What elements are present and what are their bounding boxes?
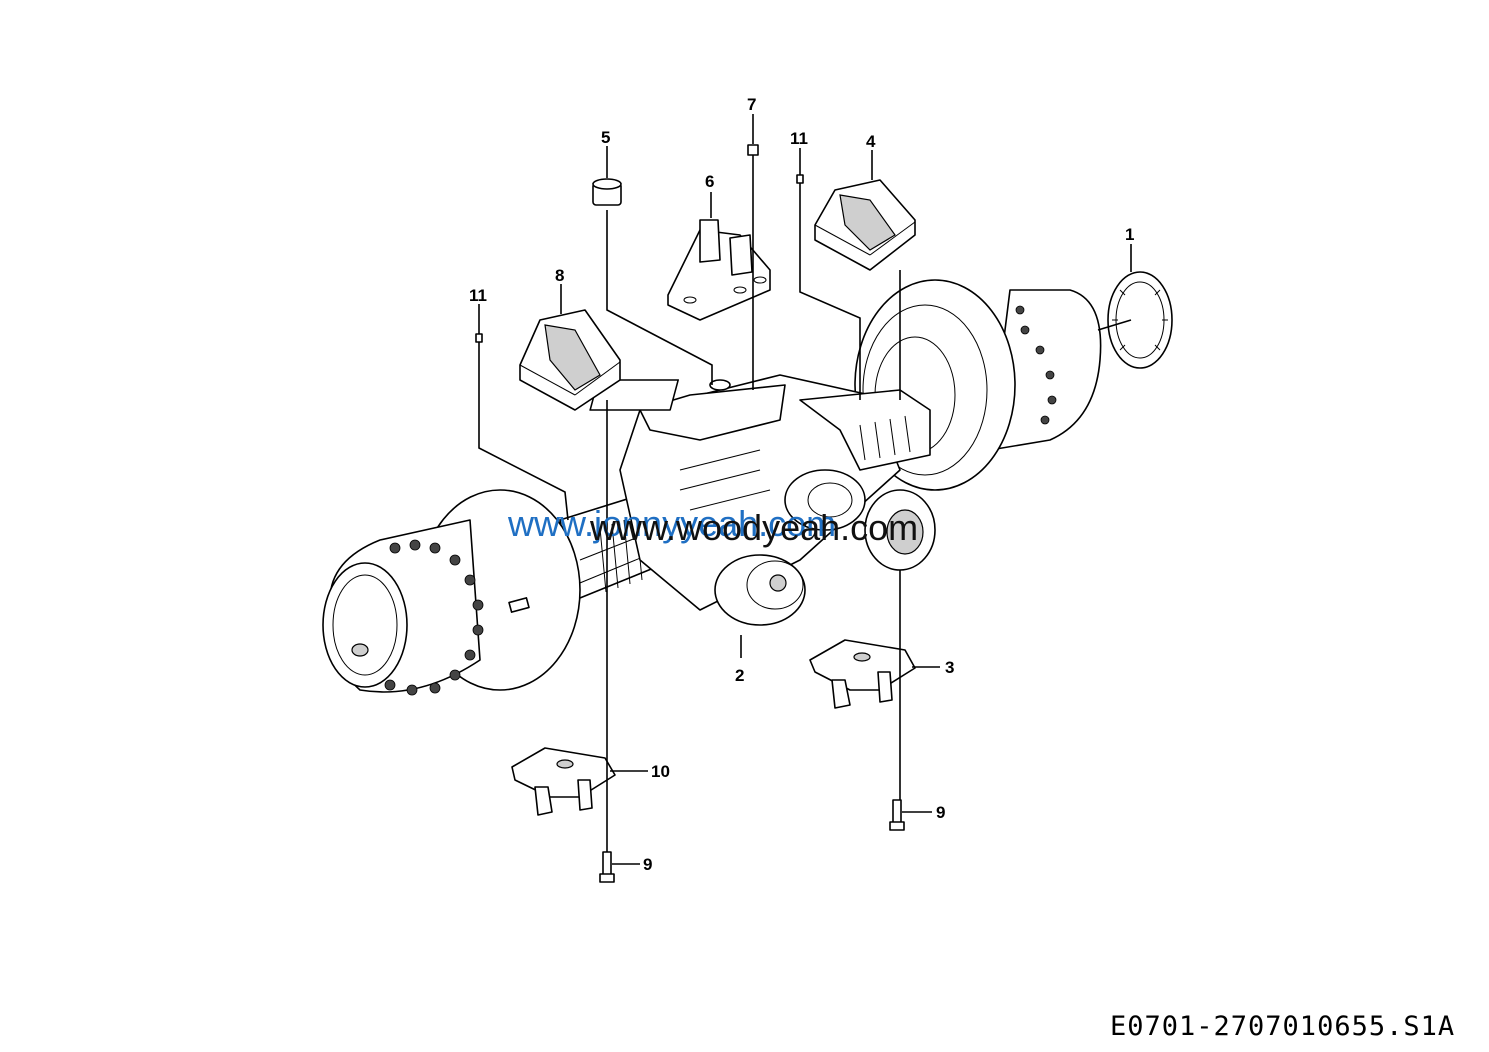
part-3-lower-bracket: [809, 639, 916, 709]
callout-1: 1: [1125, 225, 1134, 244]
part-4-bump-stop: [814, 179, 916, 271]
part-6-bracket: [667, 219, 771, 321]
callout-3: 3: [945, 658, 954, 677]
callout-10: 10: [651, 762, 670, 781]
part-10-lower-bracket: [511, 747, 616, 816]
leader-lines: [478, 114, 1132, 865]
part-5-cap: [592, 178, 622, 206]
callout-11-right: 11: [790, 129, 808, 148]
watermark-secondary: www.woodyeah.com: [589, 507, 918, 548]
callout-2: 2: [735, 666, 744, 685]
callout-7: 7: [747, 95, 756, 114]
part-11-pin-right: [796, 174, 804, 184]
callouts: 1 2 3 4 5 6 7 8 9 9 10 11 11: [469, 95, 1134, 874]
callout-6: 6: [705, 172, 714, 191]
part-9-bolt-left: [599, 851, 615, 883]
watermark-primary: www.jonnyyeah.com: [507, 503, 836, 544]
left-wheel-hub: [322, 489, 581, 696]
callout-5: 5: [601, 128, 610, 147]
right-wheel-hub: [854, 279, 1102, 491]
callout-8: 8: [555, 266, 564, 285]
differential-housing: [589, 374, 936, 626]
part-11-pin-left: [475, 333, 483, 343]
part-8-bump-stop: [519, 309, 621, 411]
callout-11-left: 11: [469, 286, 487, 305]
callout-9-left: 9: [643, 855, 652, 874]
part-9-bolt-right: [889, 799, 905, 831]
part-1-seal-ring: [1107, 271, 1173, 369]
drawing-code: E0701-2707010655.S1A: [1110, 1011, 1455, 1042]
callout-4: 4: [866, 132, 876, 151]
part-7-bolt: [747, 144, 759, 185]
callout-9-right: 9: [936, 803, 945, 822]
